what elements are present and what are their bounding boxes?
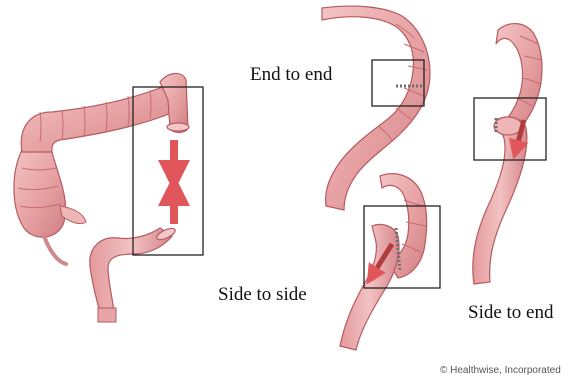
appendix [44, 236, 66, 264]
label-side-to-side: Side to side [218, 284, 307, 305]
sigmoid-colon [90, 228, 172, 312]
cut-end-upper [167, 123, 189, 131]
side-to-end-figure [473, 24, 546, 284]
side-to-end-join [494, 117, 522, 135]
end-to-end-colon [322, 6, 430, 210]
credit-line: © Healthwise, Incorporated [440, 365, 561, 376]
label-end-to-end: End to end [250, 64, 333, 85]
ascending-colon [14, 150, 66, 237]
colon-overview [14, 73, 203, 322]
side-to-side-figure [340, 174, 440, 350]
anus-end [98, 308, 116, 322]
side-to-end-colon-upper [496, 24, 542, 130]
label-side-to-end: Side to end [468, 302, 554, 323]
end-to-end-figure [322, 6, 430, 210]
